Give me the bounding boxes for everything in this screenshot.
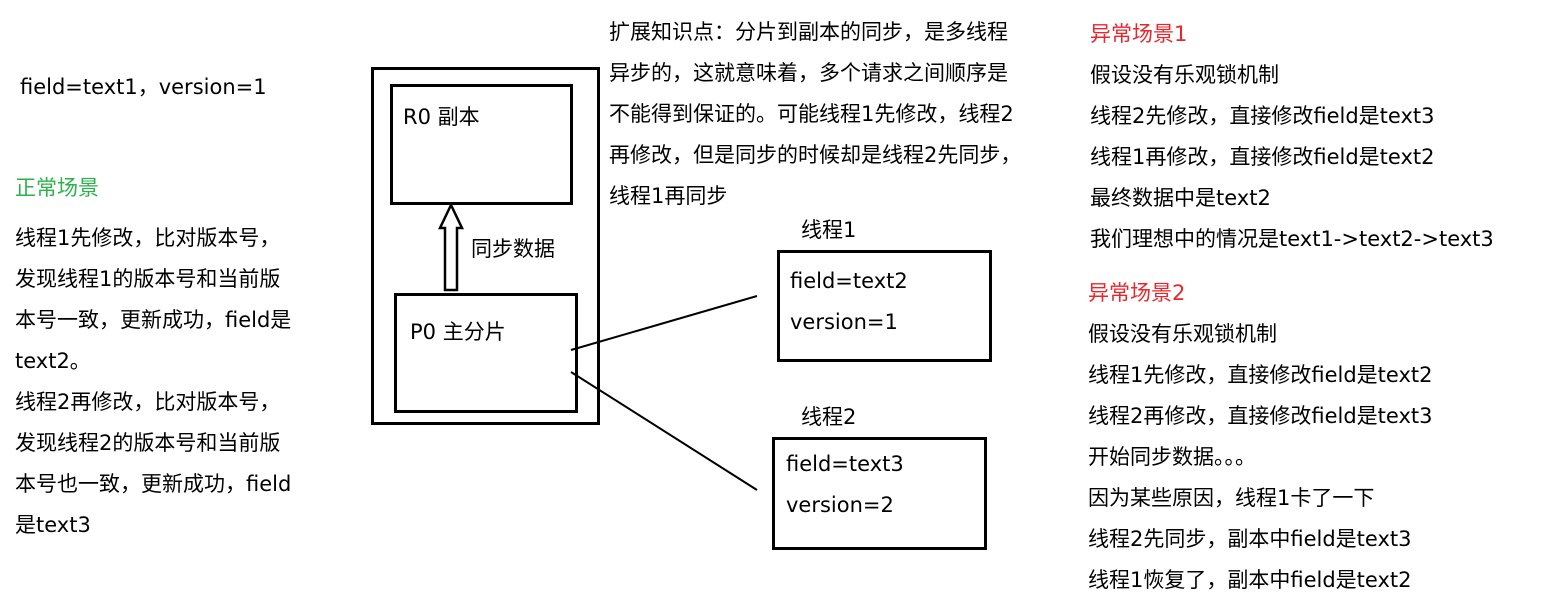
abnormal-scenario-1-line: 线程1再修改，直接修改field是text2	[1090, 145, 1435, 169]
abnormal-scenario-2-line: 线程2再修改，直接修改field是text3	[1088, 404, 1433, 428]
extension-note-line: 不能得到保证的。可能线程1先修改，线程2	[609, 102, 1014, 126]
thread1-box	[777, 250, 992, 362]
abnormal-scenario-1-line: 最终数据中是text2	[1090, 186, 1271, 210]
extension-note-line: 异步的，这就意味着，多个请求之间顺序是	[609, 61, 1008, 85]
replica-shard-box	[390, 84, 573, 205]
thread2-field: field=text3	[786, 452, 904, 476]
node-container	[371, 67, 600, 425]
abnormal-scenario-2-line: 假设没有乐观锁机制	[1088, 322, 1277, 346]
extension-note-line: 线程1再同步	[609, 184, 728, 208]
extension-note-line: 扩展知识点：分片到副本的同步，是多线程	[609, 20, 1008, 44]
sync-data-label: 同步数据	[471, 237, 555, 261]
abnormal-scenario-2-description: 假设没有乐观锁机制 线程1先修改，直接修改field是text2 线程2再修改，…	[1088, 314, 1432, 601]
abnormal-scenario-1-line: 线程2先修改，直接修改field是text3	[1090, 104, 1435, 128]
normal-scenario-heading: 正常场景	[15, 176, 99, 200]
thread2-version: version=2	[786, 493, 894, 517]
normal-scenario-line: 本号也一致，更新成功，field	[15, 472, 292, 496]
extension-note-line: 再修改，但是同步的时候却是线程2先同步，	[609, 143, 1022, 167]
abnormal-scenario-1-description: 假设没有乐观锁机制 线程2先修改，直接修改field是text3 线程1再修改，…	[1090, 55, 1494, 260]
replica-shard-label: R0 副本	[403, 105, 480, 129]
thread1-version: version=1	[790, 310, 898, 334]
thread1-title: 线程1	[801, 218, 857, 242]
thread2-content: field=text3 version=2	[786, 444, 904, 526]
normal-scenario-line: 线程2再修改，比对版本号，	[15, 390, 281, 414]
normal-scenario-line: 发现线程1的版本号和当前版	[15, 267, 281, 291]
normal-scenario-line: text2。	[15, 349, 91, 373]
abnormal-scenario-2-line: 开始同步数据。。。	[1088, 445, 1256, 469]
abnormal-scenario-2-heading: 异常场景2	[1088, 281, 1186, 305]
thread2-box	[772, 437, 987, 550]
primary-shard-box	[394, 293, 578, 413]
normal-scenario-line: 本号一致，更新成功，field是	[15, 308, 292, 332]
abnormal-scenario-2-line: 因为某些原因，线程1卡了一下	[1088, 486, 1375, 510]
abnormal-scenario-1-heading: 异常场景1	[1090, 22, 1188, 46]
abnormal-scenario-2-line: 线程1恢复了，副本中field是text2	[1088, 568, 1412, 592]
normal-scenario-line: 是text3	[15, 513, 91, 537]
thread2-title: 线程2	[801, 405, 857, 429]
initial-state-text: field=text1，version=1	[20, 75, 267, 99]
abnormal-scenario-1-line: 假设没有乐观锁机制	[1090, 63, 1279, 87]
thread1-field: field=text2	[790, 269, 908, 293]
thread1-content: field=text2 version=1	[790, 261, 908, 343]
primary-shard-label: P0 主分片	[410, 320, 506, 344]
abnormal-scenario-1-line: 我们理想中的情况是text1->text2->text3	[1090, 227, 1494, 251]
extension-note: 扩展知识点：分片到副本的同步，是多线程 异步的，这就意味着，多个请求之间顺序是 …	[609, 12, 1021, 217]
normal-scenario-description: 线程1先修改，比对版本号， 发现线程1的版本号和当前版 本号一致，更新成功，fi…	[15, 218, 291, 546]
abnormal-scenario-2-line: 线程2先同步，副本中field是text3	[1088, 527, 1412, 551]
normal-scenario-line: 发现线程2的版本号和当前版	[15, 431, 281, 455]
abnormal-scenario-2-line: 线程1先修改，直接修改field是text2	[1088, 363, 1433, 387]
normal-scenario-line: 线程1先修改，比对版本号，	[15, 226, 281, 250]
